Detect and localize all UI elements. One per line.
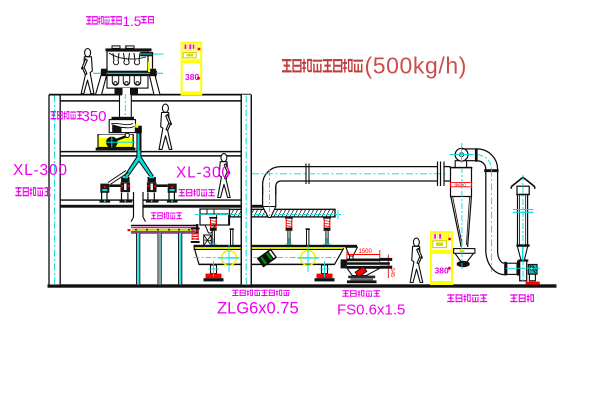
svg-text:ZLG6x0.75: ZLG6x0.75 (217, 300, 299, 318)
svg-text:XL-300: XL-300 (13, 162, 68, 179)
svg-text:FS0.6x1.5: FS0.6x1.5 (337, 302, 405, 319)
svg-text:XL-300: XL-300 (176, 165, 231, 182)
svg-text:Φ600: Φ600 (455, 183, 467, 188)
svg-text:545: 545 (389, 268, 395, 277)
svg-text:1500: 1500 (359, 249, 373, 255)
svg-text:380: 380 (185, 72, 199, 82)
svg-text:380: 380 (435, 266, 449, 276)
svg-text:1.5: 1.5 (123, 14, 142, 29)
svg-text:350: 350 (82, 108, 107, 125)
svg-text:(500kg/h): (500kg/h) (365, 53, 468, 79)
